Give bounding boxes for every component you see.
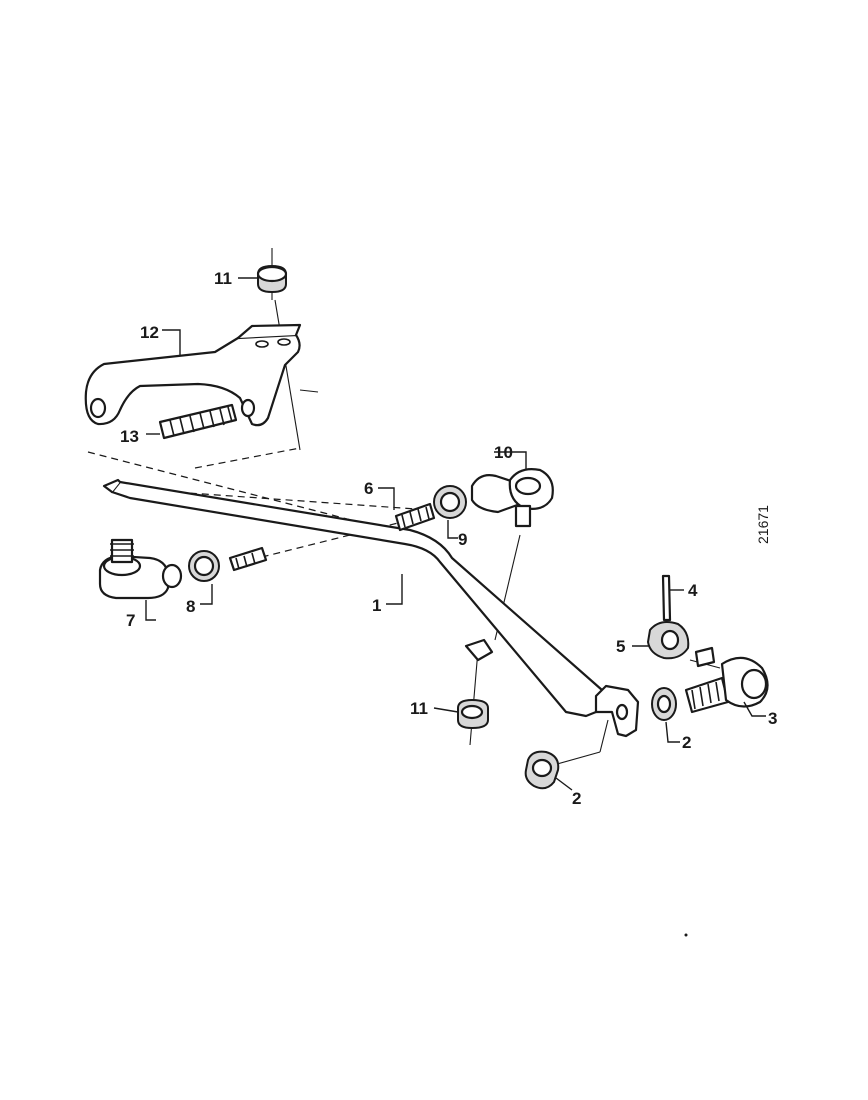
callout-3: 3: [768, 709, 777, 728]
ball-joint-part-3: [684, 656, 769, 714]
callout-leaders: [145, 277, 766, 791]
callout-labels: 11 12 13 10 6 9 1 7 8 11 2 2 3 4 5: [120, 269, 777, 808]
callout-11-top: 11: [214, 269, 232, 288]
nut-part-11-top: [256, 264, 288, 294]
bracket-part-12: [84, 323, 302, 427]
threaded-stud-part-6: [394, 502, 436, 532]
callout-2-lower: 2: [572, 789, 581, 808]
callout-13: 13: [120, 427, 139, 446]
callout-1: 1: [372, 596, 381, 615]
callout-7: 7: [126, 611, 135, 630]
nut-part-11-bottom: [457, 698, 489, 730]
ball-joint-part-10: [470, 468, 554, 528]
callout-9: 9: [458, 530, 467, 549]
pin-part-4: [661, 574, 672, 622]
nut-part-2-lower: [524, 750, 560, 790]
rod-end-bracket: [594, 684, 640, 738]
callout-6: 6: [364, 479, 373, 498]
callout-11-bottom: 11: [410, 699, 428, 718]
shift-rod-part-1: [102, 478, 610, 718]
diagram-reference-number: 21671: [755, 505, 771, 544]
callout-2-right: 2: [682, 733, 691, 752]
callout-12: 12: [140, 323, 159, 342]
ball-joint-part-7: [98, 538, 170, 600]
callout-10: 10: [494, 443, 513, 462]
nut-part-5: [646, 621, 716, 668]
callout-4: 4: [688, 581, 698, 600]
callout-8: 8: [186, 597, 195, 616]
nut-part-9: [433, 485, 467, 519]
stray-mark: [684, 933, 688, 937]
callout-5: 5: [616, 637, 625, 656]
bolt-part-13: [158, 403, 238, 440]
nut-part-8: [161, 546, 268, 589]
washer-part-2-right: [651, 687, 677, 721]
